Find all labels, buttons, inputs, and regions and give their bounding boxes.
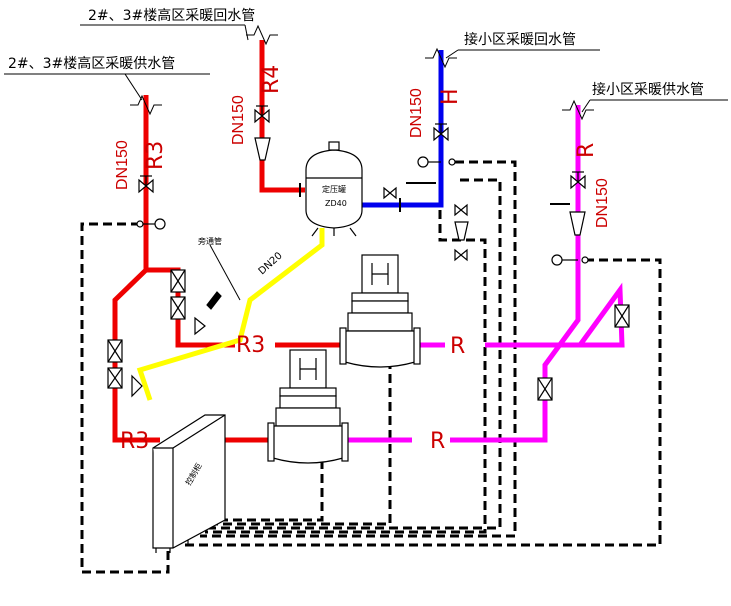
filter-icon [254,137,586,241]
check-valve-icon [131,291,222,398]
tank-model: ZD40 [325,199,347,208]
control-wiring [80,160,662,574]
gate-valve-icon [107,105,630,401]
district-return-pipe-label: 接小区采暖回水管 [464,31,576,48]
r4-pipe-id-vertical: R4 [259,65,284,94]
dn150-r3-label: DN150 [114,140,131,190]
magenta-pipes [345,105,625,443]
tank-label: 定压罐 [322,184,346,194]
r4-return-pipe-label: 2#、3#楼高区采暖回水管 [88,7,255,24]
bypass-leader-line [209,244,241,301]
bypass-pipe-label: 旁通管 [198,236,222,246]
expansion-tank-icon [305,141,363,237]
blue-pipe [358,50,444,208]
r3-pipe-id-upper: R3 [236,333,265,358]
dn150-h-label: DN150 [408,88,425,138]
district-supply-pipe-label: 接小区采暖供水管 [592,81,704,98]
flange-icon [299,183,401,212]
r-pipe-id-upper: R [450,334,465,359]
yellow-bypass-pipe [136,228,325,401]
r3-pipe-id-lower: R3 [120,429,149,454]
r3-pipe-id-vertical: R3 [143,141,168,170]
break-symbol-icon [130,24,594,121]
dn150-r4-label: DN150 [230,95,247,145]
h-pipe-id-vertical: H [438,88,463,105]
dn150-r-label: DN150 [594,178,611,228]
r-pipe-id-vertical: R [574,143,599,158]
r-pipe-id-lower: R [430,429,445,454]
pressure-gauge-icon [136,156,589,266]
dn20-label: DN20 [257,250,285,277]
control-cabinet-icon [152,414,226,553]
r3-supply-pipe-label: 2#、3#楼高区采暖供水管 [8,55,175,72]
pump-icon [267,254,421,464]
